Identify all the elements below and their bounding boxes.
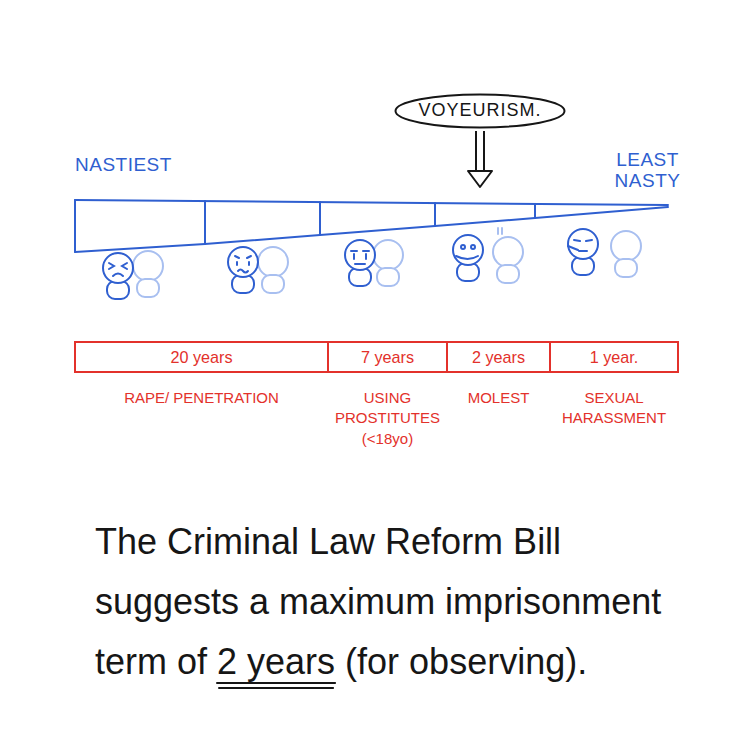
figure-body [137,279,159,297]
figure-head [258,247,288,277]
caption-text: The Criminal Law Reform Bill suggests a … [95,512,668,692]
penalty-cell: 20 yearsRAPE/ PENETRATION [75,342,328,408]
bar-divider [327,342,329,372]
figure-hand [456,256,478,259]
callout-oval: VOYEURISM. [394,93,566,129]
wedge-end [74,200,76,252]
wedge-top [75,200,668,205]
figure-body [615,259,637,277]
offence-label: USING PROSTITUTES (<18yo) [325,388,450,449]
scale-end-label: LEAST NASTY [605,150,690,192]
figure-face [568,240,592,251]
penalty-years: 20 years [75,342,328,372]
wedge-divider [204,201,206,244]
pale-figure [493,228,523,283]
pale-figure [611,231,641,277]
penalty-years: 1 year. [550,342,678,372]
callout-word: VOYEURISM. [418,100,541,122]
figure-pair [568,229,641,277]
penalty-cell: 1 year. SEXUAL HARASSMENT [550,342,678,429]
figure-body [377,268,399,286]
figure-head [133,251,163,281]
penalty-years: 2 years [447,342,550,372]
oval-shape [396,95,565,128]
penalty-cell: 2 yearsMOLEST [447,342,550,408]
scale-end-label: NASTIEST [75,155,172,176]
pale-figure [133,251,163,297]
figure-eye [461,245,465,249]
figure-face [109,263,127,276]
figure-head [568,229,598,259]
blue-figure [228,247,258,293]
penalty-bar [75,342,678,372]
double-underline [219,687,333,689]
figure-body [497,265,519,283]
figure-head [373,240,403,270]
arrow-shaft [475,131,477,171]
pale-figure [258,247,288,293]
bar-divider [549,342,551,372]
arrow-head [468,171,492,187]
figure-pair [103,251,163,299]
pointer-arrow [468,131,492,187]
wedge-divider [534,204,536,218]
figure-eye [471,245,475,249]
figure-head [453,235,483,265]
surprise-marks [498,228,502,234]
pale-figure [373,240,403,286]
figure-head [611,231,641,261]
offence-label: MOLEST [449,388,549,408]
figure-head [493,237,523,267]
offence-label: RAPE/ PENETRATION [82,388,322,408]
blue-figure [345,240,375,286]
figure-pair [345,240,403,286]
offence-label: SEXUAL HARASSMENT [549,388,679,429]
arrow-shaft [483,131,485,171]
blue-figure [453,235,483,281]
blue-figure [103,253,133,299]
figure-face [235,256,251,273]
blue-figure [568,229,598,275]
penalty-cell: 7 yearsUSING PROSTITUTES (<18yo) [328,342,447,449]
double-underline [217,682,335,684]
bar-divider [446,342,448,372]
figure-head [345,240,375,270]
wedge-divider [434,203,436,226]
figure-body [262,275,284,293]
bar-outline [75,342,678,372]
figure-pair [453,228,523,283]
figure-face [351,251,369,264]
figure-head [228,247,258,277]
figure-pair [228,247,288,293]
wedge-divider [319,202,321,235]
figure-head [103,253,133,283]
penalty-years: 7 years [328,342,447,372]
